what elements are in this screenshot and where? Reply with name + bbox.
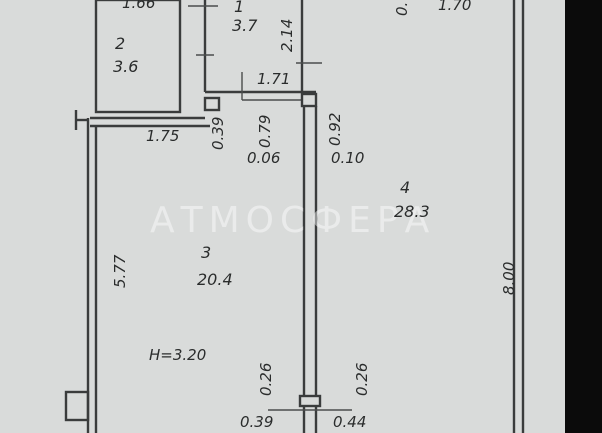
dim-bottom-right-h: 0.26: [353, 363, 371, 396]
dim-room3-height: 5.77: [111, 254, 129, 288]
dim-bottom-left-w: 0.39: [240, 413, 273, 431]
room-3-area: 20.4: [197, 270, 233, 289]
room-3-number: 3: [201, 243, 211, 262]
room-1-number: 1: [234, 0, 244, 16]
watermark-text: АТМОСФЕРА: [150, 200, 435, 241]
dim-bottom-left-h: 0.26: [257, 363, 275, 396]
dim-wall-a: 0.06: [247, 149, 280, 167]
room-2-walls: [94, 0, 182, 114]
dim-top-right-partial: 0.: [393, 2, 411, 16]
dim-door-b: 0.79: [256, 115, 274, 148]
dim-corridor-width: 1.71: [257, 70, 290, 88]
dim-bottom-right-w: 0.44: [333, 413, 366, 431]
dim-door-c: 0.92: [326, 113, 344, 146]
right-edge-band: [565, 0, 602, 433]
bottom-left-bay: [64, 390, 90, 422]
dim-door-a: 0.39: [209, 117, 227, 150]
dim-room1-height: 2.14: [278, 19, 296, 52]
dim-room3-top-width: 1.75: [146, 127, 179, 145]
ceiling-height: H=3.20: [149, 346, 206, 364]
partition-end: [298, 394, 322, 408]
dim-top-right-width: 1.70: [438, 0, 471, 14]
room-4-number: 4: [400, 178, 410, 197]
room-4-area: 28.3: [394, 202, 430, 221]
room-1-area: 3.7: [232, 16, 258, 35]
dim-wall-b: 0.10: [331, 149, 364, 167]
room-2-area: 3.6: [113, 57, 138, 76]
door-jamb-right: [300, 92, 318, 108]
room-2-number: 2: [115, 34, 125, 53]
dim-room4-height: 8.00: [500, 262, 518, 295]
door-jamb-left: [203, 96, 221, 112]
dim-top-left-width: 1.66: [122, 0, 155, 12]
